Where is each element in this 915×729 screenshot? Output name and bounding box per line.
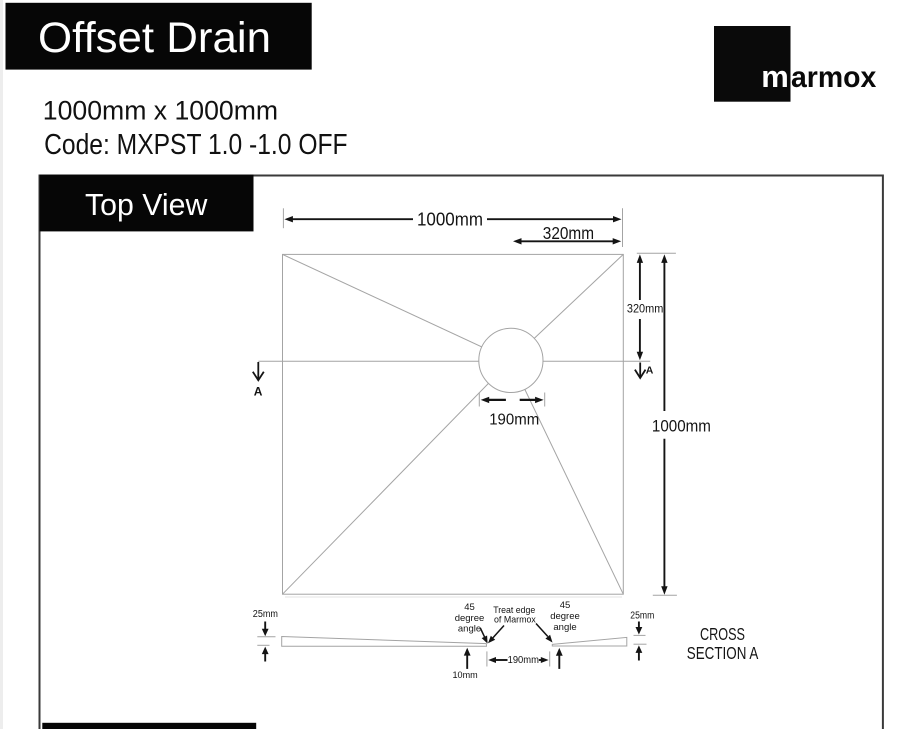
svg-text:degree: degree <box>550 611 580 622</box>
svg-text:1000mm x 1000mm: 1000mm x 1000mm <box>43 95 278 125</box>
svg-text:45: 45 <box>464 602 475 613</box>
svg-text:degree: degree <box>455 613 485 624</box>
svg-text:of Marmox: of Marmox <box>494 614 536 625</box>
svg-text:25mm: 25mm <box>630 610 654 621</box>
svg-text:A: A <box>254 385 263 399</box>
svg-text:CROSS: CROSS <box>700 624 745 644</box>
svg-text:190mm: 190mm <box>489 411 539 428</box>
svg-text:Top View: Top View <box>85 189 208 222</box>
svg-text:m: m <box>761 59 789 94</box>
svg-text:Offset Drain: Offset Drain <box>38 14 271 62</box>
svg-text:25mm: 25mm <box>253 609 278 620</box>
svg-text:320mm: 320mm <box>543 223 594 243</box>
svg-text:A: A <box>646 365 654 377</box>
svg-text:45: 45 <box>560 600 571 611</box>
svg-text:1000mm: 1000mm <box>417 208 483 229</box>
svg-text:1000mm: 1000mm <box>652 418 711 436</box>
svg-text:Code: MXPST 1.0 -1.0 OFF: Code: MXPST 1.0 -1.0 OFF <box>44 129 348 161</box>
svg-text:320mm: 320mm <box>627 302 663 316</box>
svg-text:190mm: 190mm <box>508 654 540 666</box>
svg-text:angle: angle <box>553 622 576 633</box>
svg-text:10mm: 10mm <box>453 670 478 680</box>
svg-text:armox: armox <box>791 61 877 94</box>
svg-text:Treat edge: Treat edge <box>493 605 535 616</box>
svg-text:angle: angle <box>458 624 481 635</box>
svg-text:SECTION A: SECTION A <box>687 643 759 663</box>
